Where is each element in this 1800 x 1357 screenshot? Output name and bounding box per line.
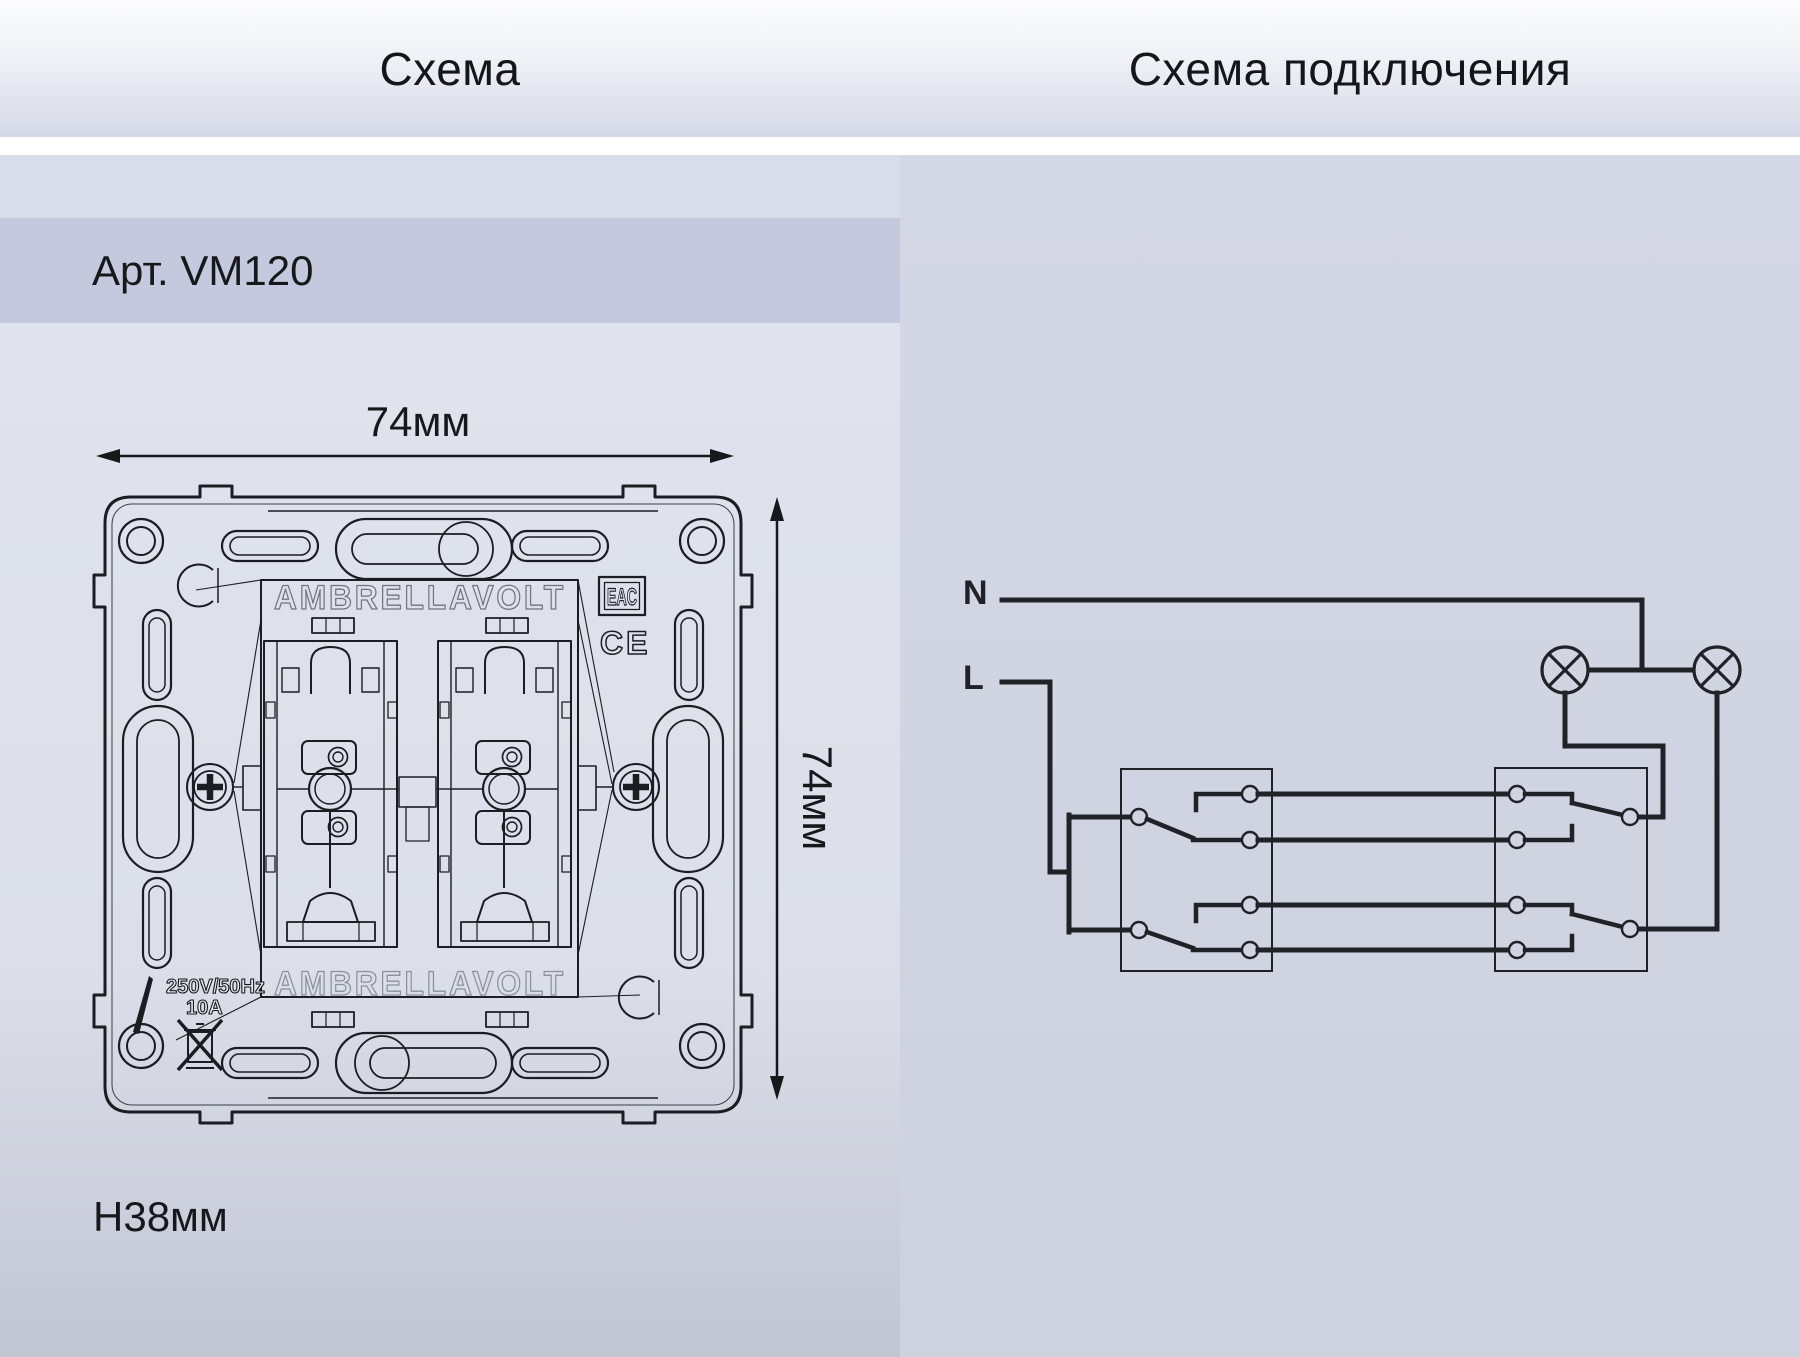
brand-embossing-top: AMBRELLAVOLT [274, 579, 566, 617]
article-label: Арт. VM120 [92, 246, 314, 294]
height-label: 74мм [794, 746, 841, 850]
ce-mark: CE [600, 625, 650, 661]
header: Схема Схема подключения [0, 0, 1800, 137]
wiring-diagram: N L [963, 574, 1742, 972]
left-subband [0, 155, 900, 218]
arrow-up-icon [770, 497, 784, 521]
eac-text: EAC [607, 584, 637, 611]
header-right: Схема подключения [900, 0, 1800, 137]
weee-bin-icon [176, 1018, 224, 1072]
height-dimension: 74мм [770, 497, 841, 1100]
left-drawing-area [0, 323, 900, 1357]
right-switch-levers [1522, 791, 1626, 953]
corner-screw-holes [117, 517, 726, 1070]
neutral-wire [999, 597, 1697, 673]
construction-lines [175, 579, 641, 1041]
arrow-left-icon [96, 449, 120, 463]
switch-modules [263, 617, 572, 1028]
arrow-down-icon [770, 1076, 784, 1100]
switch-module [263, 617, 398, 1028]
switch-module [437, 617, 572, 1028]
side-screws [186, 763, 660, 811]
mechanism-housing [175, 579, 641, 1041]
traveler-wires [1255, 791, 1512, 953]
line-wire [999, 679, 1133, 935]
width-label: 74мм [366, 398, 470, 445]
module-coupling [384, 776, 451, 842]
line-label: L [963, 659, 984, 697]
arrow-right-icon [710, 449, 734, 463]
right-panel-title: Схема подключения [1128, 42, 1572, 95]
lamp-1 [1540, 645, 1590, 695]
brand-embossing-bottom: AMBRELLAVOLT [274, 965, 566, 1003]
voltage-rating: 250V/50Hz [166, 976, 265, 998]
width-dimension: 74мм [96, 398, 734, 463]
switch-mechanism-drawing: AMBRELLAVOLT AMBRELLAVOLT EAC CE [92, 484, 754, 1125]
bottom-slots [220, 1031, 610, 1095]
lamp-feed-wires [1562, 690, 1720, 932]
clip-hooks [176, 563, 660, 1020]
depth-label: Н38мм [93, 1193, 228, 1240]
eac-mark: EAC [597, 575, 647, 617]
switch-box-right [1494, 767, 1648, 972]
top-slots [220, 517, 610, 581]
rating-markings: 250V/50Hz 10A [133, 975, 266, 1072]
separator-band [0, 137, 1800, 155]
lamp-2 [1692, 645, 1742, 695]
neutral-label: N [963, 574, 988, 612]
header-left: Схема [0, 0, 900, 137]
switch-box-left [1120, 768, 1273, 972]
side-slots [121, 608, 725, 970]
mounting-plate-outline [92, 484, 754, 1125]
left-switch-levers [1144, 791, 1245, 953]
screwdriver-icon [133, 976, 153, 1034]
current-rating: 10A [186, 997, 223, 1019]
left-panel-title: Схема [379, 42, 521, 95]
dimensions: 74мм 74мм Н38мм [93, 398, 841, 1240]
article-band: Арт. VM120 [0, 218, 900, 323]
